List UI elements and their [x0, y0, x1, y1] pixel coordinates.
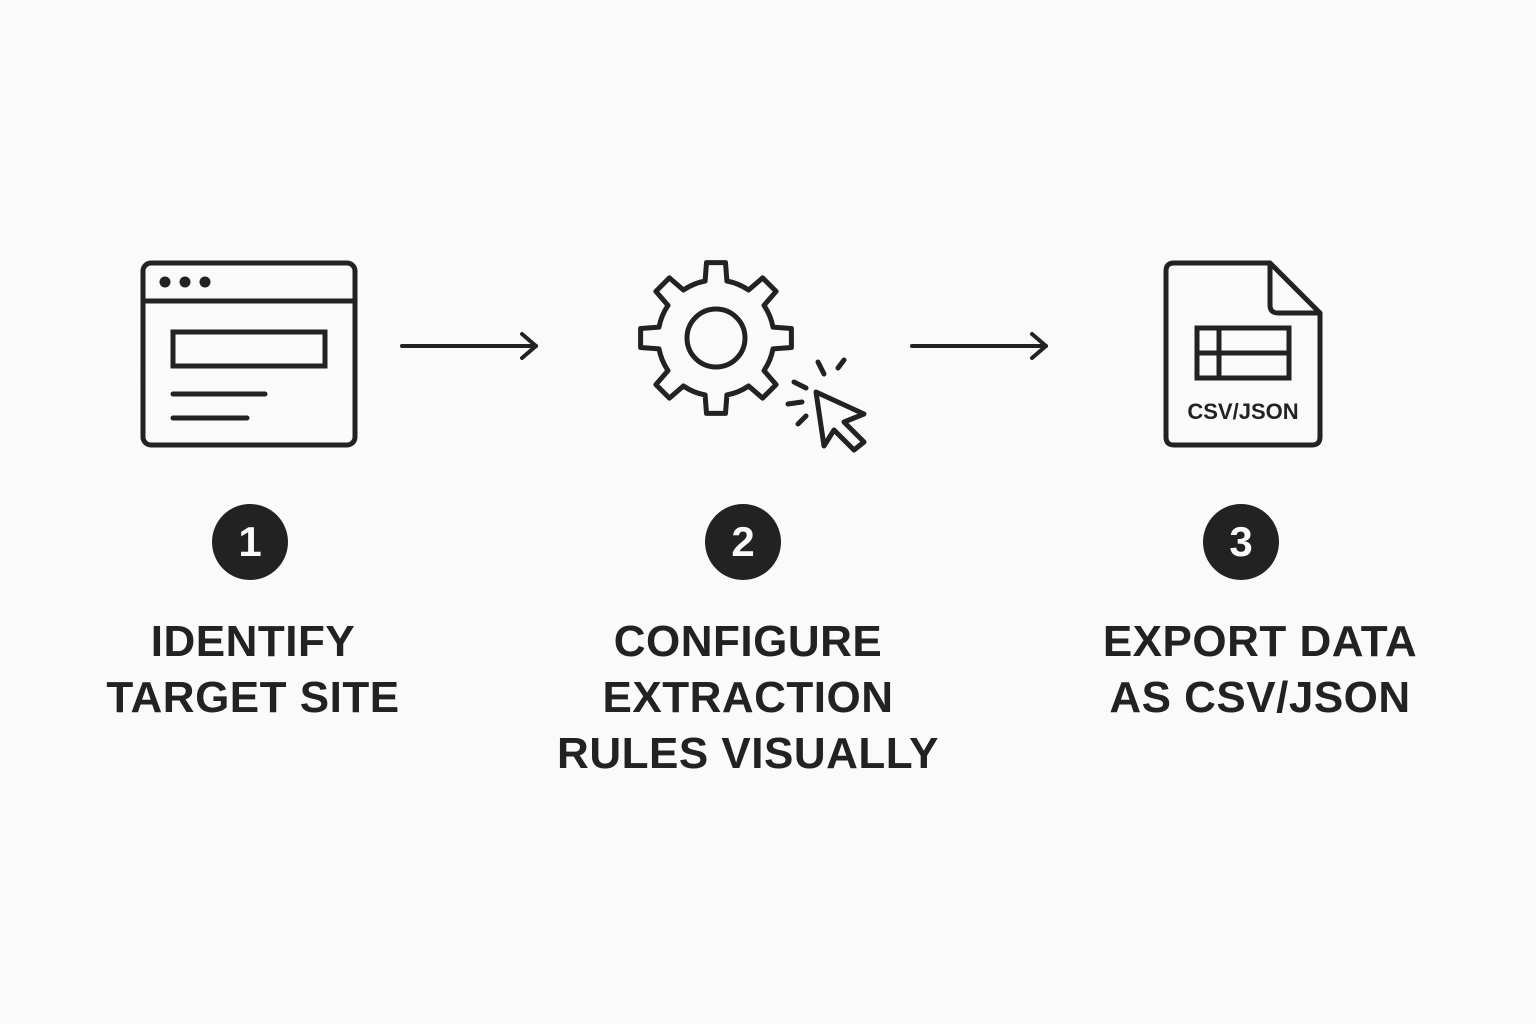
arrow-right-icon — [908, 330, 1058, 362]
step-label-line: EXTRACTION — [602, 673, 894, 722]
step-label-line: EXPORT DATA — [1102, 617, 1418, 666]
arrow-right-icon — [398, 330, 548, 362]
step-number-badge: 1 — [212, 504, 288, 580]
step-label-line: CONFIGURE — [613, 617, 883, 666]
browser-window-icon — [136, 256, 362, 452]
gear-with-cursor-icon — [630, 256, 880, 456]
data-file-icon: CSV/JSON — [1158, 256, 1328, 452]
step-label: CONFIGURE EXTRACTION RULES VISUALLY — [528, 614, 968, 782]
file-format-text: CSV/JSON — [1187, 399, 1298, 424]
step-label-line: TARGET SITE — [106, 673, 400, 722]
step-label: IDENTIFY TARGET SITE — [33, 614, 473, 726]
step-label-line: RULES VISUALLY — [557, 729, 939, 778]
step-label-line: AS CSV/JSON — [1109, 673, 1411, 722]
step-number-badge: 2 — [705, 504, 781, 580]
step-label: EXPORT DATA AS CSV/JSON — [1040, 614, 1480, 726]
step-number-badge: 3 — [1203, 504, 1279, 580]
step-label-line: IDENTIFY — [150, 617, 356, 666]
